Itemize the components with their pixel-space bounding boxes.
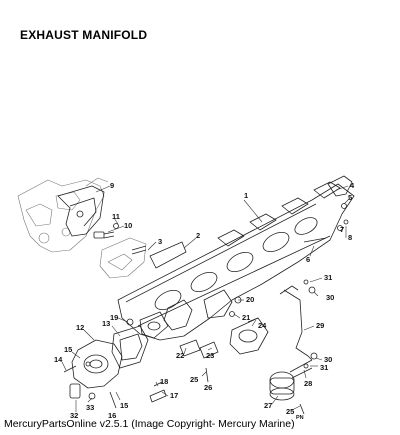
bolt-6	[303, 237, 327, 243]
callout-8: 8	[348, 233, 352, 242]
pump-27	[269, 371, 295, 401]
callout-13: 13	[102, 319, 110, 328]
fitting-25	[299, 403, 305, 415]
fitting-30-upper	[308, 286, 316, 294]
plug-18	[153, 381, 163, 387]
callout-23: 23	[206, 351, 214, 360]
callout-30-lower: 30	[324, 355, 332, 364]
callout-28: 28	[304, 379, 312, 388]
callout-3: 3	[158, 237, 162, 246]
callout-29: 29	[316, 321, 324, 330]
fitting-30-lower	[310, 352, 318, 360]
callout-19: 19	[110, 313, 118, 322]
callout-27: 27	[264, 401, 272, 410]
washer-15	[85, 361, 91, 367]
callout-2: 2	[196, 231, 200, 240]
callout-10: 10	[124, 221, 132, 230]
callout-25-right: 25	[286, 407, 294, 416]
plug-24	[247, 317, 259, 323]
callout-4: 4	[350, 181, 355, 190]
callout-18: 18	[160, 377, 168, 386]
bolt-16	[109, 391, 117, 409]
bolt-26	[205, 367, 209, 383]
callout-33: 33	[86, 403, 94, 412]
callout-12: 12	[76, 323, 84, 332]
washer-7	[337, 225, 343, 231]
callout-11: 11	[112, 212, 120, 221]
gasket-23	[199, 341, 219, 359]
callout-6: 6	[306, 255, 310, 264]
callout-15-left: 15	[64, 345, 72, 354]
callout-16: 16	[108, 411, 116, 420]
callout-7: 7	[340, 225, 344, 234]
stud-3	[131, 245, 147, 255]
callout-21: 21	[242, 313, 250, 322]
bolt-10	[93, 231, 115, 239]
block-section-outline	[99, 237, 147, 279]
callout-31-upper: 31	[324, 273, 332, 282]
callout-20: 20	[246, 295, 254, 304]
plug-5	[341, 203, 347, 209]
nut-8	[343, 219, 349, 225]
gasket-13	[111, 325, 149, 369]
sender-32	[69, 383, 81, 399]
washer-33	[88, 392, 96, 400]
gasket-22	[179, 339, 201, 357]
bolt-14	[63, 365, 77, 373]
end-cap-4	[327, 175, 353, 197]
callout-22: 22	[176, 351, 184, 360]
plug-19	[126, 318, 134, 326]
gasket-2	[149, 241, 187, 269]
callout-15-right: 15	[120, 401, 128, 410]
bracket-28	[289, 359, 313, 379]
fitting-31-lower	[303, 363, 309, 369]
callout-25-left: 25	[190, 375, 198, 384]
callout-1: 1	[244, 191, 248, 200]
washer-21	[229, 311, 235, 317]
callout-31-lower: 31	[320, 363, 328, 372]
callout-26: 26	[204, 383, 212, 392]
fitting-31-upper	[303, 279, 309, 285]
plug-17	[149, 389, 167, 403]
callout-30-upper: 30	[326, 293, 334, 302]
copyright-footer: MercuryPartsOnline v2.5.1 (Image Copyrig…	[4, 418, 295, 430]
callout-14: 14	[54, 355, 63, 364]
callout-17: 17	[170, 391, 178, 400]
callout-5: 5	[348, 193, 352, 202]
callout-pn: PN	[296, 415, 304, 421]
callout-9: 9	[110, 181, 114, 190]
elbow-12	[71, 339, 123, 389]
callout-24: 24	[258, 321, 267, 330]
manifold-body	[117, 181, 355, 355]
bracket-9	[57, 185, 105, 237]
engine-block-outline	[17, 177, 109, 253]
callout-32: 32	[70, 411, 78, 420]
washer-11	[113, 223, 119, 229]
tube-29	[283, 289, 313, 361]
page-title: EXHAUST MANIFOLD	[20, 28, 148, 42]
